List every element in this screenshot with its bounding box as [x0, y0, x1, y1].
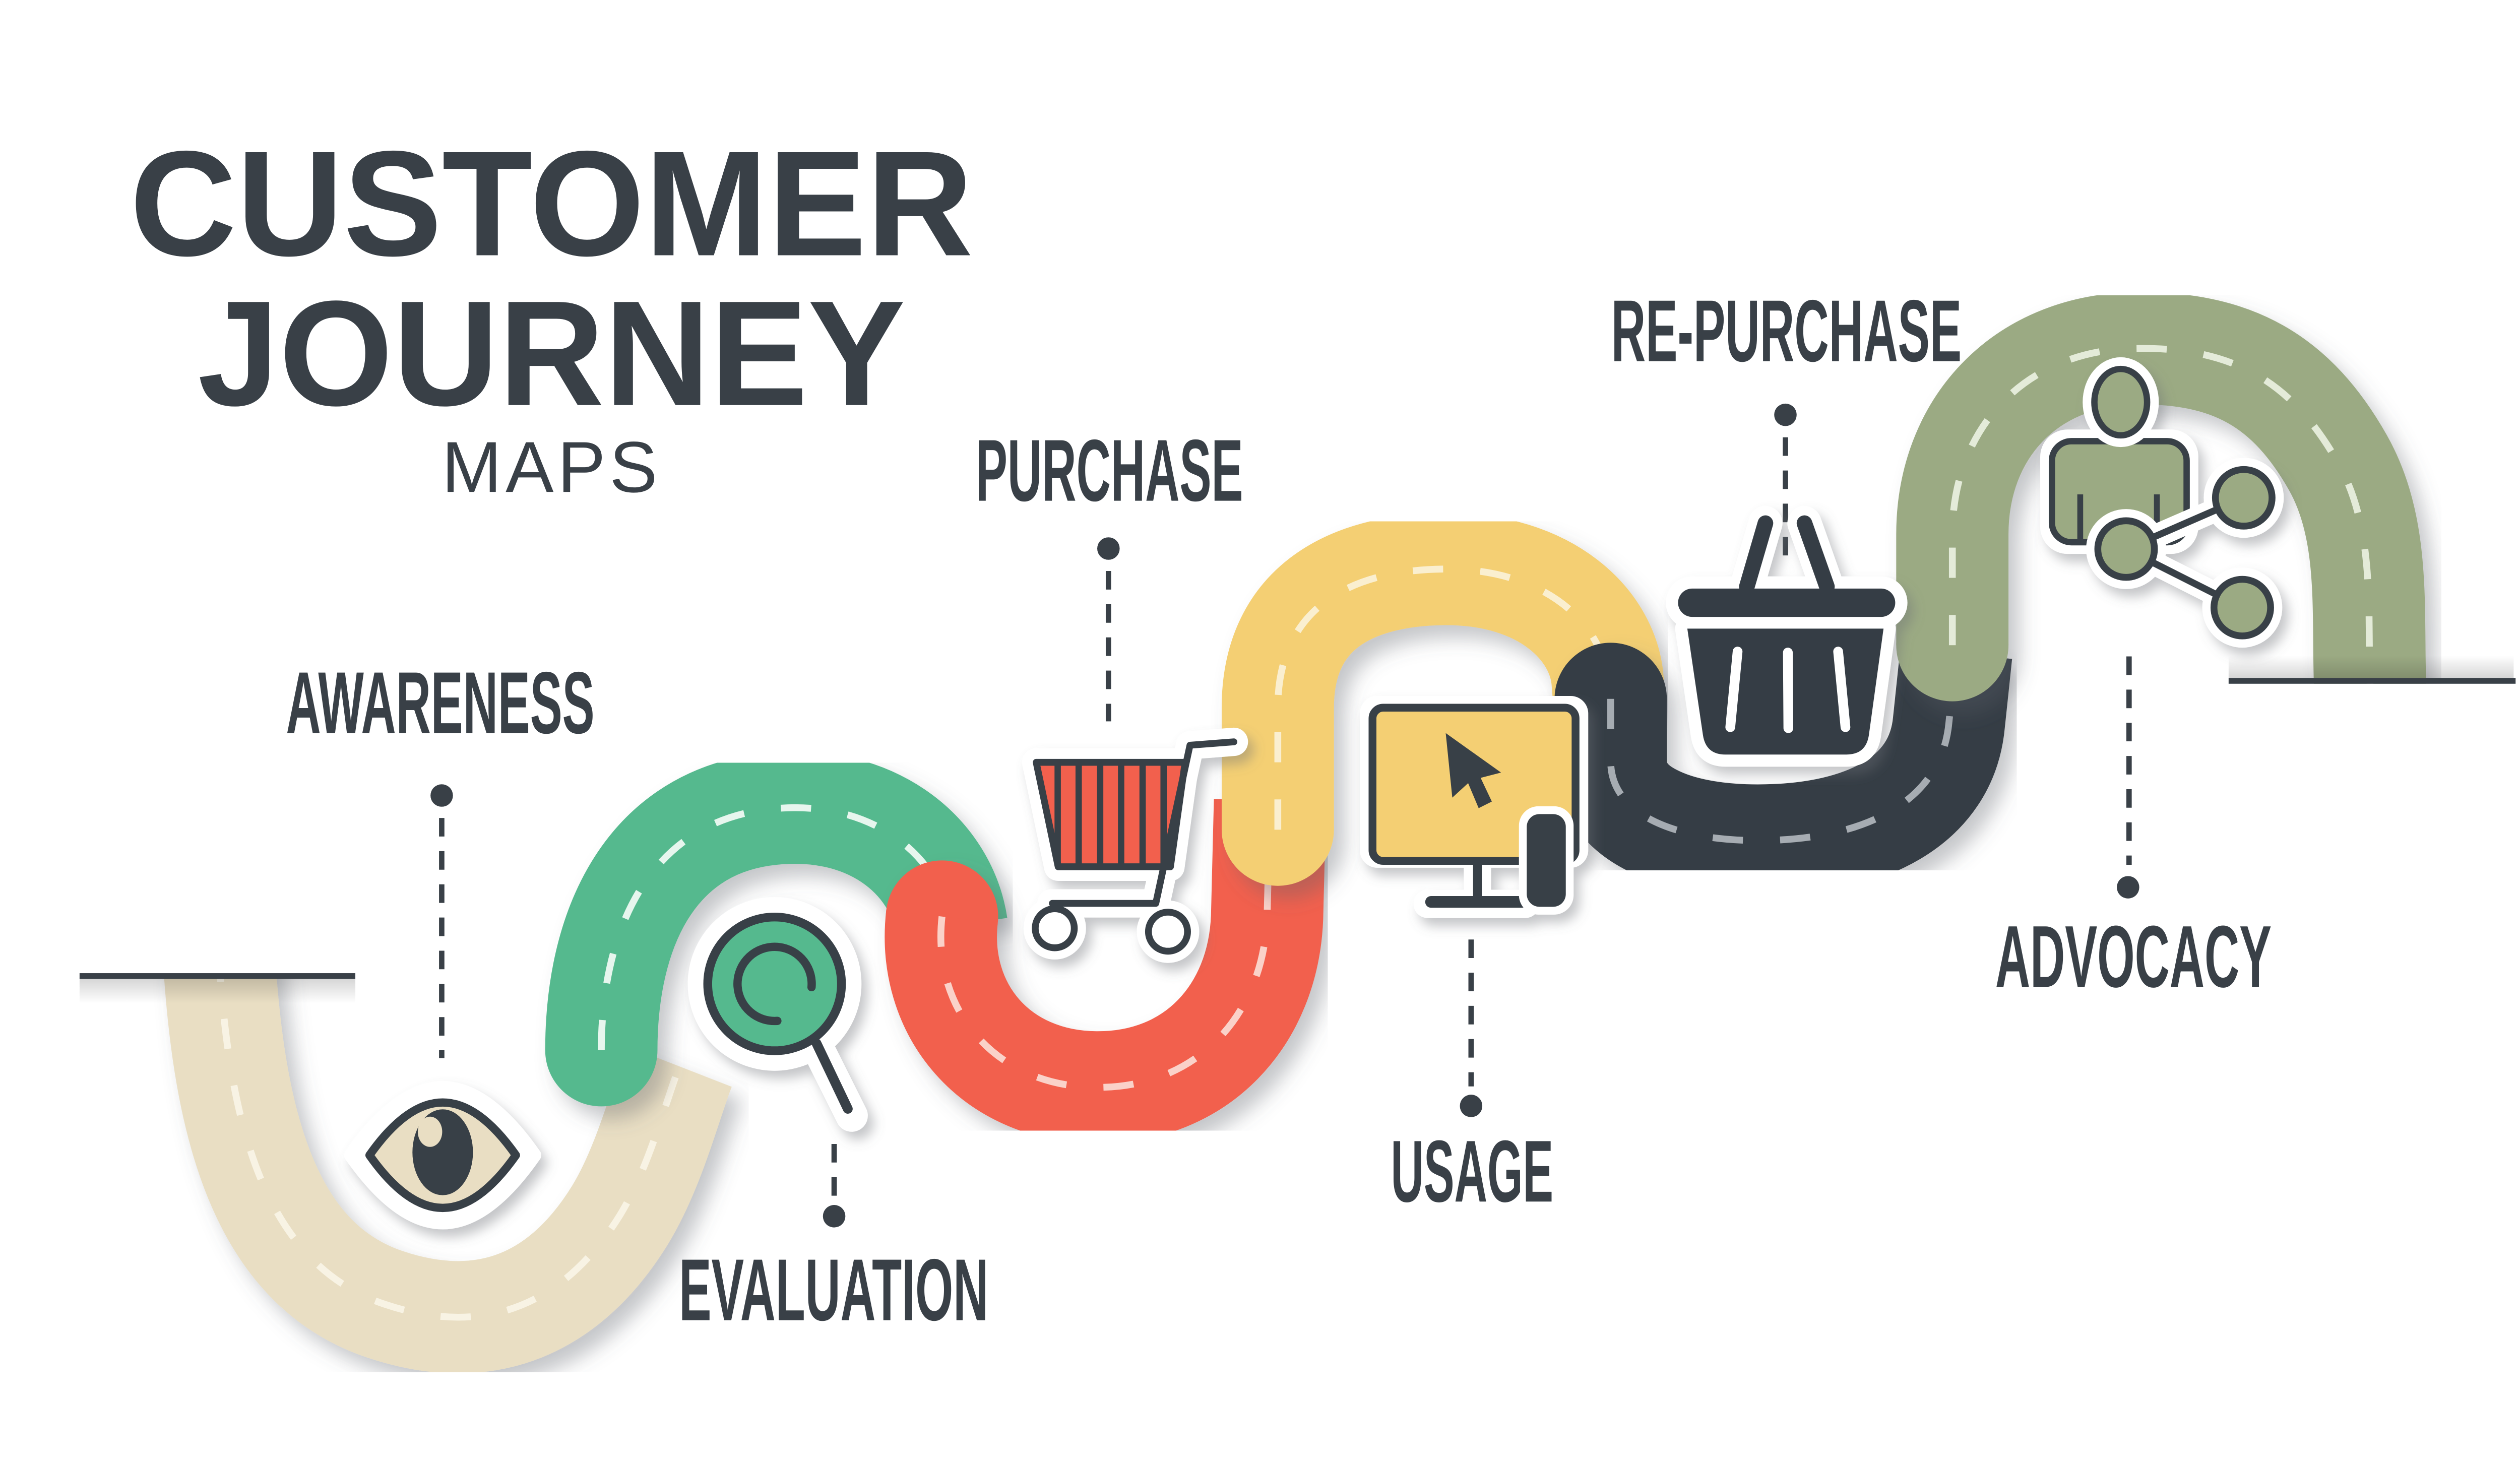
stage-label-purchase: PURCHASE: [976, 421, 1243, 520]
left-horizon-mask: [0, 0, 364, 974]
road-segment-awareness: [162, 948, 732, 1374]
magnifier-handle: [811, 1038, 853, 1114]
shopping-basket-icon: [1666, 506, 1908, 767]
magnifier-inner-arc: [733, 942, 816, 1026]
eye-icon: [344, 1081, 541, 1230]
leader-dot-advocacy: [2117, 876, 2139, 899]
road-evaluation-centerline: [598, 804, 956, 1051]
basket-handle-right: [1796, 515, 1835, 595]
cart-basket-ribs: [1054, 765, 1167, 864]
leaders: [430, 403, 2139, 1228]
shopping-cart-icon: [1022, 727, 1248, 963]
road-segment-advocacy: [1896, 292, 2426, 702]
customer-journey-infographic: AWARENESS EVALUATION PURCHASE USAGE RE-P…: [0, 0, 2520, 1418]
journey-road: [162, 292, 2426, 1374]
share-node-bottomright: [2211, 576, 2274, 640]
cart-basket: [1033, 758, 1189, 870]
share-node-left: [2094, 517, 2158, 581]
basket-rim: [1678, 588, 1896, 617]
leader-advocacy: [2117, 656, 2139, 899]
title-line2: JOURNEY: [198, 270, 905, 437]
leader-dot-purchase: [1097, 537, 1120, 560]
share-node-topright: [2212, 466, 2276, 530]
leader-dot-repurchase: [1774, 403, 1797, 426]
leader-purchase: [1097, 537, 1120, 722]
person-share-icon: [2040, 357, 2284, 648]
title-block: CUSTOMER JOURNEY MAPS: [130, 120, 973, 507]
cart-wheel-left: [1032, 905, 1078, 951]
eye-highlight: [417, 1116, 443, 1147]
magnifier-lens: [703, 912, 846, 1055]
road-purchase-centerline: [937, 800, 1274, 1091]
road-usage: [1221, 513, 1666, 830]
road-awareness-centerline: [215, 951, 683, 1321]
left-horizon-line: [79, 973, 356, 979]
title-line1: CUSTOMER: [130, 120, 973, 287]
road-repurchase-centerline: [1607, 653, 1960, 844]
road-segment-purchase: [885, 799, 1327, 1144]
title-subtitle: MAPS: [442, 427, 661, 507]
basket-handle-left: [1739, 515, 1774, 595]
phone-body: [1527, 814, 1566, 907]
leader-dot-evaluation: [823, 1205, 846, 1228]
leader-dot-usage: [1460, 1095, 1483, 1117]
leader-repurchase: [1774, 403, 1797, 561]
cart-wheel-right: [1145, 909, 1191, 955]
leader-dot-awareness: [430, 784, 453, 807]
person-head: [2091, 365, 2151, 439]
right-horizon-line: [2228, 678, 2516, 684]
monitor-cursor-icon: [1360, 695, 1589, 918]
basket-slashes: [1725, 647, 1851, 733]
leader-awareness: [430, 784, 453, 1058]
leader-usage: [1460, 939, 1483, 1117]
left-horizon-shadow: [79, 979, 356, 1004]
road-segment-usage: [1221, 513, 1666, 886]
stage-label-repurchase: RE-PURCHASE: [1611, 282, 1962, 380]
road-segment-evaluation: [545, 751, 1007, 1107]
right-horizon-shadow: [2228, 655, 2514, 678]
road-advocacy-centerline: [1948, 345, 2374, 688]
cursor-arrow: [1445, 733, 1501, 808]
stage-label-advocacy: ADVOCACY: [1995, 907, 2272, 1005]
right-horizon-mask: [2205, 683, 2520, 1418]
magnifier-icon: [687, 897, 868, 1132]
cart-handle: [1049, 738, 1237, 907]
stage-label-awareness: AWARENESS: [286, 654, 595, 752]
stage-label-evaluation: EVALUATION: [679, 1241, 988, 1339]
stage-label-usage: USAGE: [1391, 1122, 1553, 1220]
leader-evaluation: [823, 1143, 846, 1228]
